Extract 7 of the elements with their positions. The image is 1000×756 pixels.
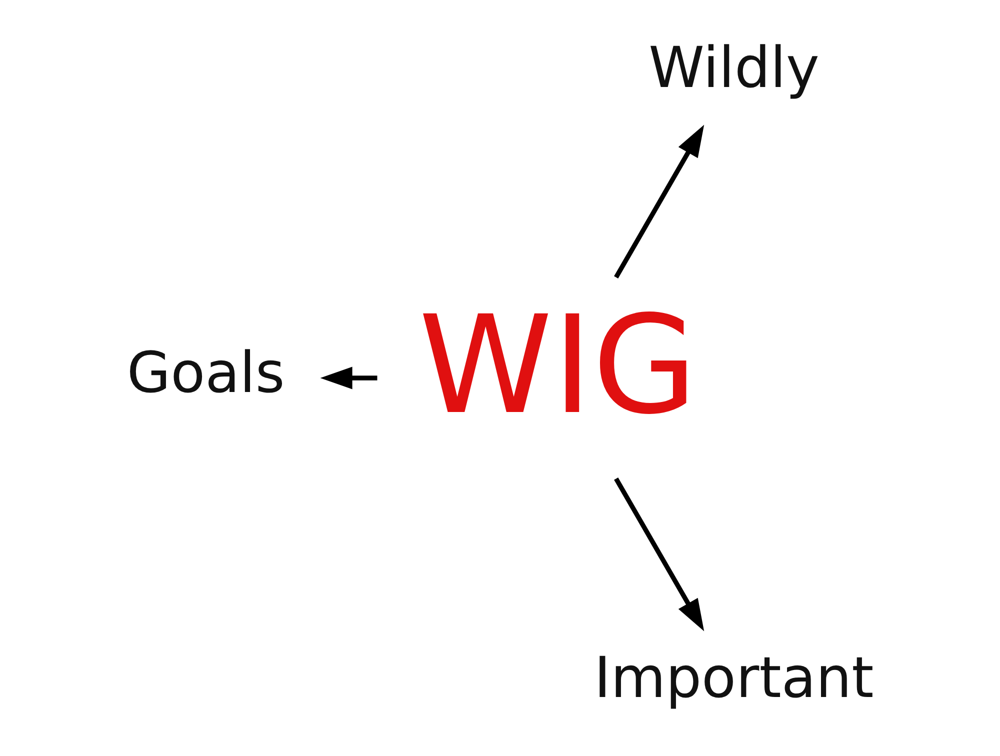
node-text: Important [594,646,874,712]
node-text: WIG [418,286,698,444]
arrow [614,124,704,278]
arrow [614,478,704,632]
arrow [320,366,378,390]
node-text: Wildly [648,36,820,102]
node-text: Goals [126,341,285,406]
